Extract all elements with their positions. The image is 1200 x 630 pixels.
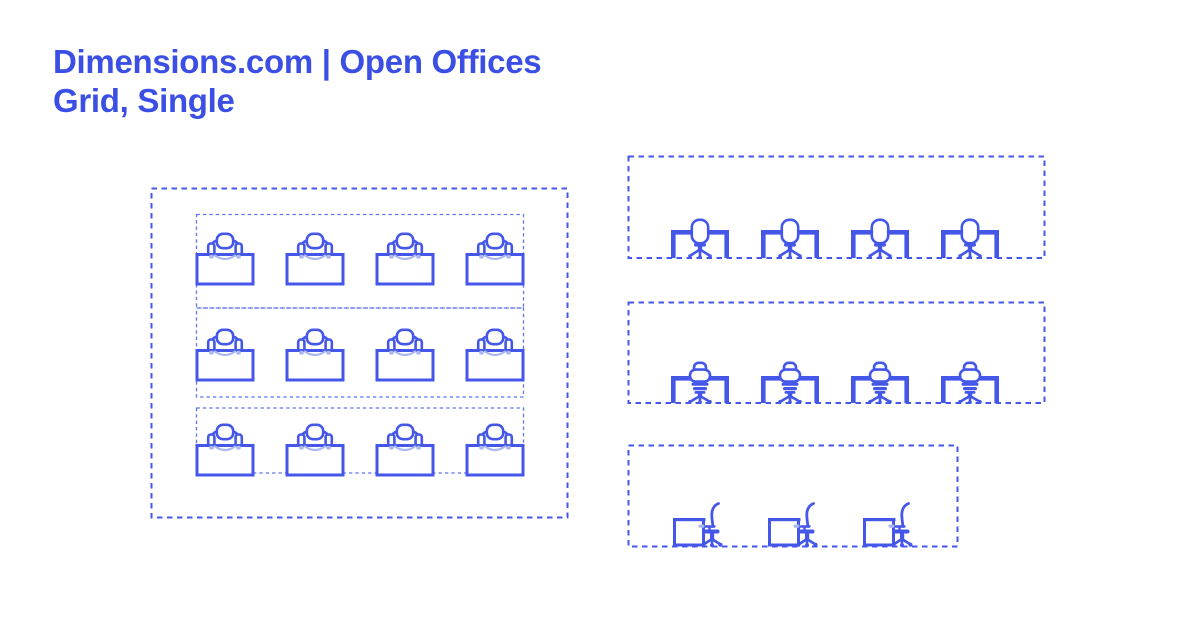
desk-chair-rear-view-icon <box>759 361 821 406</box>
desk-chair-top-view-icon <box>375 328 435 382</box>
front-elevation-box <box>627 155 1046 259</box>
desk-chair-side-view-icon <box>766 502 819 549</box>
desk-chair-side-view-icon <box>671 502 724 549</box>
desk-chair-top-view-icon <box>285 232 345 286</box>
desk-chair-rear-view-icon <box>849 361 911 406</box>
rear-elevation-box <box>627 301 1046 404</box>
desk-chair-side-view-icon <box>861 502 914 549</box>
desk-chair-top-view-icon <box>465 423 525 477</box>
desk-chair-top-view-icon <box>285 423 345 477</box>
desk-chair-front-view-icon <box>849 218 911 261</box>
desk-chair-top-view-icon <box>195 328 255 382</box>
desk-chair-rear-view-icon <box>939 361 1001 406</box>
plan-row-box-3 <box>195 407 525 474</box>
desk-chair-top-view-icon <box>375 232 435 286</box>
title-line-2: Grid, Single <box>53 82 235 119</box>
desk-chair-front-view-icon <box>759 218 821 261</box>
desk-chair-top-view-icon <box>375 423 435 477</box>
page-title: Dimensions.com | Open Offices Grid, Sing… <box>53 42 542 120</box>
desk-chair-top-view-icon <box>465 328 525 382</box>
desk-chair-rear-view-icon <box>669 361 731 406</box>
title-line-1: Dimensions.com | Open Offices <box>53 43 542 80</box>
desk-chair-top-view-icon <box>195 232 255 286</box>
plan-boundary-box <box>150 187 569 519</box>
desk-chair-top-view-icon <box>195 423 255 477</box>
desk-chair-top-view-icon <box>465 232 525 286</box>
desk-chair-front-view-icon <box>669 218 731 261</box>
desk-chair-top-view-icon <box>285 328 345 382</box>
desk-chair-front-view-icon <box>939 218 1001 261</box>
